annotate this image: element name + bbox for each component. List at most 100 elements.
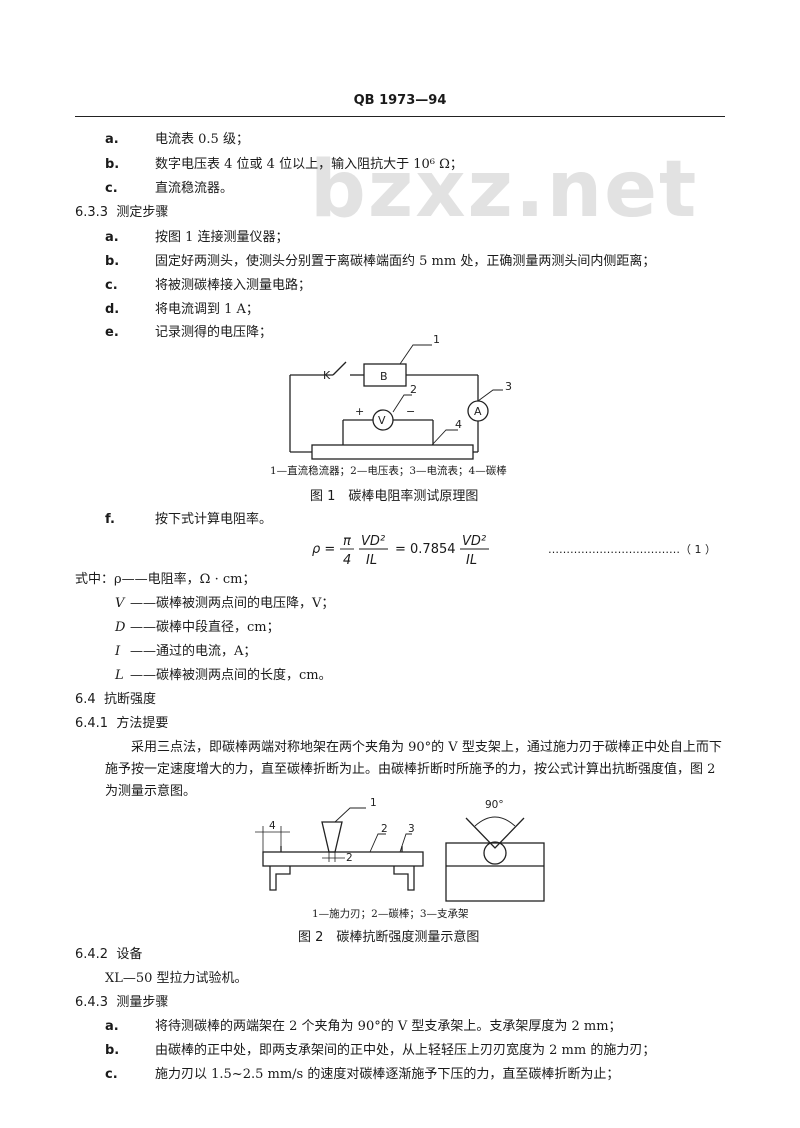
- item-text: 记录测得的电压降；: [155, 325, 273, 340]
- figure-2-caption: 图 2 碳棒抗断强度测量示意图: [298, 930, 480, 945]
- item-text: 将待测碳棒的两端架在 2 个夹角为 90°的 V 型支承架上。支承架厚度为 2 …: [155, 1019, 622, 1034]
- where-item: D ——碳棒中段直径，cm；: [115, 619, 280, 637]
- step-item: c.施力刃以 1.5~2.5 mm/s 的速度对碳棒逐渐施予下压的力，直至碳棒折…: [105, 1066, 619, 1084]
- label-minus: −: [406, 405, 415, 418]
- item-mark: a.: [105, 132, 119, 147]
- fig2-angle-arc: [474, 816, 516, 827]
- where-symbol: I: [115, 644, 121, 659]
- label-b: B: [380, 370, 388, 383]
- item-mark: a.: [105, 230, 119, 245]
- where-item: V——碳棒被测两点间的电压降，V；: [115, 595, 334, 613]
- step-item: a. 将待测碳棒的两端架在 2 个夹角为 90°的 V 型支承架上。支承架厚度为 …: [105, 1018, 622, 1036]
- where-text: ——通过的电流，A；: [130, 644, 257, 659]
- where-symbol: L: [115, 668, 124, 683]
- figure-2-legend: 1—施力刃；2—碳棒；3—支承架: [312, 908, 469, 920]
- label-a: A: [474, 405, 482, 418]
- figure-1-legend: 1—直流稳流器；2—电压表；3—电流表；4—碳棒: [270, 465, 507, 477]
- label-3: 3: [505, 380, 512, 393]
- instrument-item: b.数字电压表 4 位或 4 位以上，输入阻抗大于 10⁶ Ω；: [105, 156, 463, 174]
- where-item: L ——碳棒被测两点间的长度，cm。: [115, 667, 332, 685]
- instrument-item: c.直流稳流器。: [105, 180, 233, 198]
- label-4: 4: [455, 418, 462, 431]
- fig2-carbon-rod: [262, 851, 424, 867]
- formula-frac1-num: π: [343, 534, 351, 549]
- switch-k: [332, 361, 347, 376]
- formula-lhs: ρ =: [312, 542, 335, 557]
- label-plus: +: [355, 405, 364, 418]
- formula-mid: = 0.7854: [395, 542, 456, 557]
- fig2-label-3: 3: [408, 823, 415, 835]
- item-text: 按图 1 连接测量仪器；: [155, 230, 289, 245]
- section-heading-6-4-3: 6.4.3 测量步骤: [75, 994, 168, 1012]
- equipment-text: XL—50 型拉力试验机。: [105, 971, 248, 986]
- fig2-leader-1: [334, 807, 366, 823]
- fig2-rod-section: [483, 841, 507, 865]
- where-text: ——电阻率，Ω · cm；: [121, 572, 256, 587]
- item-mark: e.: [105, 325, 119, 340]
- item-mark: a.: [105, 1019, 119, 1034]
- where-symbol: D: [115, 620, 126, 635]
- formula-frac3-den: IL: [466, 553, 477, 568]
- fig2-loading-blade: [321, 821, 343, 853]
- fig2-dim-4: 4: [269, 820, 276, 832]
- fig2-v-groove: [465, 817, 525, 849]
- section-heading-6-4-1: 6.4.1 方法提要: [75, 715, 168, 733]
- item-text: 直流稳流器。: [155, 181, 234, 196]
- section-heading-6-3-3: 6.3.3 测定步骤: [75, 204, 168, 222]
- step-item: c.将被测碳棒接入测量电路；: [105, 277, 311, 295]
- formula-frac2-num: VD²: [361, 534, 385, 549]
- section-title: 测定步骤: [116, 205, 169, 220]
- step-item: d.将电流调到 1 A；: [105, 301, 259, 319]
- fig2-support-left: [269, 866, 291, 891]
- label-v: V: [378, 414, 386, 427]
- figure-1-caption: 图 1 碳棒电阻率测试原理图: [310, 489, 479, 504]
- item-text: 将被测碳棒接入测量电路；: [155, 278, 312, 293]
- where-text: ——碳棒被测两点间的电压降，V；: [130, 596, 335, 611]
- formula-frac2-den: IL: [366, 553, 377, 568]
- item-text: 固定好两测头，使测头分别置于离碳棒端面约 5 mm 处，正确测量两测头间内侧距离…: [155, 254, 656, 269]
- item-text: 按下式计算电阻率。: [155, 512, 273, 527]
- leader-3: [477, 389, 503, 402]
- fig2-label-2: 2: [381, 823, 388, 835]
- page-header: QB 1973—94: [353, 93, 447, 108]
- section-heading-6-4-2: 6.4.2 设备: [75, 946, 142, 964]
- section-number: 6.4.3: [75, 995, 109, 1010]
- step-item: b.由碳棒的正中处，即两支承架间的正中处，从上轻轻压上刃刃宽度为 2 mm 的施…: [105, 1042, 655, 1060]
- fig2-leader-2: [369, 833, 386, 853]
- section-number: 6.4.2: [75, 947, 109, 962]
- fig2-angle-label: 90°: [485, 799, 504, 811]
- step-item: e. 记录测得的电压降；: [105, 324, 272, 342]
- formula-number: ………………………………（ 1 ）: [548, 543, 716, 556]
- fig2-support-block: [445, 842, 545, 902]
- fig2-dim-2: 2: [346, 852, 353, 864]
- instrument-item: a.电流表 0.5 级；: [105, 131, 249, 149]
- step-item: f. 按下式计算电阻率。: [105, 511, 272, 529]
- fig2-label-1: 1: [370, 797, 377, 809]
- fig2-support-right: [393, 866, 415, 891]
- step-item: b.固定好两测头，使测头分别置于离碳棒端面约 5 mm 处，正确测量两测头间内侧…: [105, 253, 655, 271]
- leader-4: [431, 429, 458, 446]
- item-mark: f.: [105, 512, 115, 527]
- section-title: 设备: [116, 947, 143, 962]
- section-number: 6.4.1: [75, 716, 109, 731]
- item-mark: b.: [105, 157, 120, 172]
- where-item: I ——通过的电流，A；: [115, 643, 256, 661]
- section-heading-6-4: 6.4 抗断强度: [75, 691, 156, 709]
- formula-frac1-den: 4: [343, 553, 351, 568]
- label-k: K: [323, 369, 331, 382]
- watermark: bzxz.net: [310, 145, 699, 235]
- leader-2: [392, 394, 412, 413]
- step-item: a. 按图 1 连接测量仪器；: [105, 229, 289, 247]
- item-mark: b.: [105, 1043, 120, 1058]
- label-2: 2: [410, 383, 417, 396]
- where-text: ——碳棒中段直径，cm；: [130, 620, 280, 635]
- carbon-rod: [311, 444, 474, 460]
- where-text: ——碳棒被测两点间的长度，cm。: [130, 668, 332, 683]
- leader-1: [399, 344, 432, 365]
- section-title: 测量步骤: [116, 995, 169, 1010]
- fig2-leader-3: [399, 833, 412, 853]
